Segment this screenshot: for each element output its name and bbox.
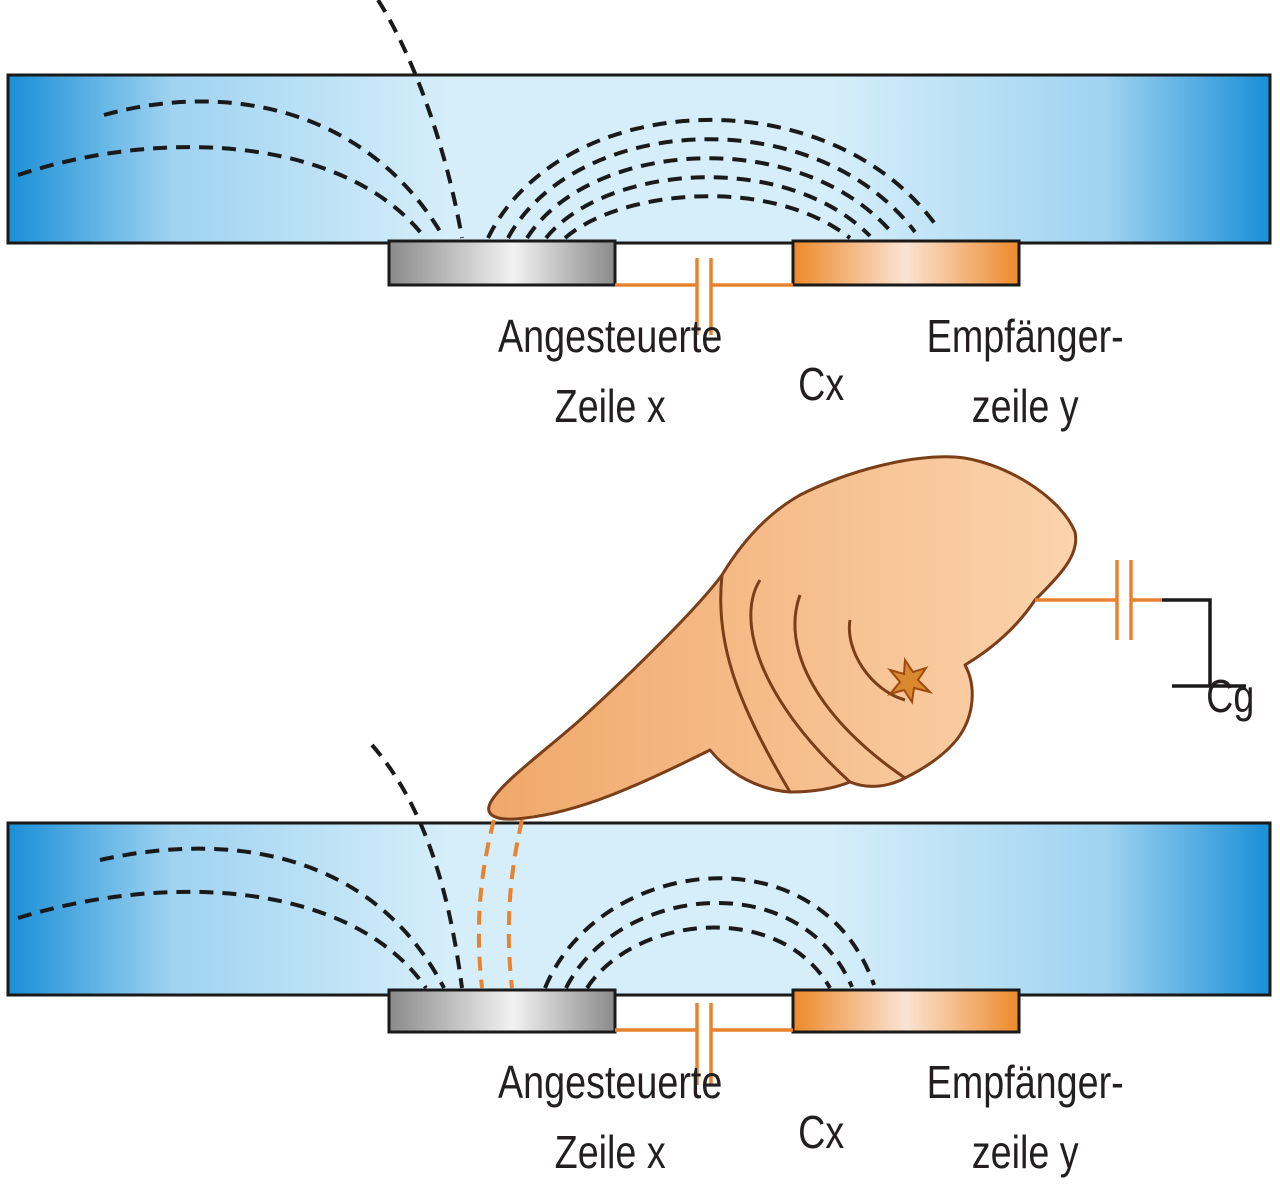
cx-label: Cx — [798, 358, 844, 409]
coupling-capacitor-cx — [615, 1003, 793, 1085]
receiver-row-label-line1: Empfänger- — [927, 310, 1124, 361]
cg-label: Cg — [1206, 670, 1254, 721]
cx-label: Cx — [798, 1106, 844, 1157]
panel-untouched: Angesteuerte Zeile x Cx Empfänger- zeile… — [6, 0, 1272, 432]
panel-touched: Angesteuerte Zeile x Cx Empfänger- zeile… — [6, 455, 1272, 1178]
receiver-row-label-line2: zeile y — [972, 1126, 1079, 1177]
driven-row-label-line1: Angesteuerte — [498, 1056, 722, 1107]
coupling-capacitor-cx — [615, 258, 793, 335]
finger-field-lines — [476, 819, 524, 989]
driven-row-label-line2: Zeile x — [555, 1126, 666, 1177]
cover-glass — [6, 821, 1272, 997]
receiver-electrode — [791, 239, 1021, 287]
driven-electrode — [387, 239, 617, 287]
field-lines — [17, 0, 940, 240]
driven-row-label-line1: Angesteuerte — [498, 310, 722, 361]
ground-capacitor-cg — [1035, 560, 1246, 688]
field-lines — [17, 743, 876, 990]
receiver-row-label-line1: Empfänger- — [927, 1056, 1124, 1107]
pointing-hand-icon — [487, 455, 1078, 821]
receiver-row-label-line2: zeile y — [972, 380, 1079, 431]
receiver-electrode — [791, 988, 1021, 1034]
driven-electrode — [387, 988, 617, 1034]
driven-row-label-line2: Zeile x — [555, 380, 666, 431]
